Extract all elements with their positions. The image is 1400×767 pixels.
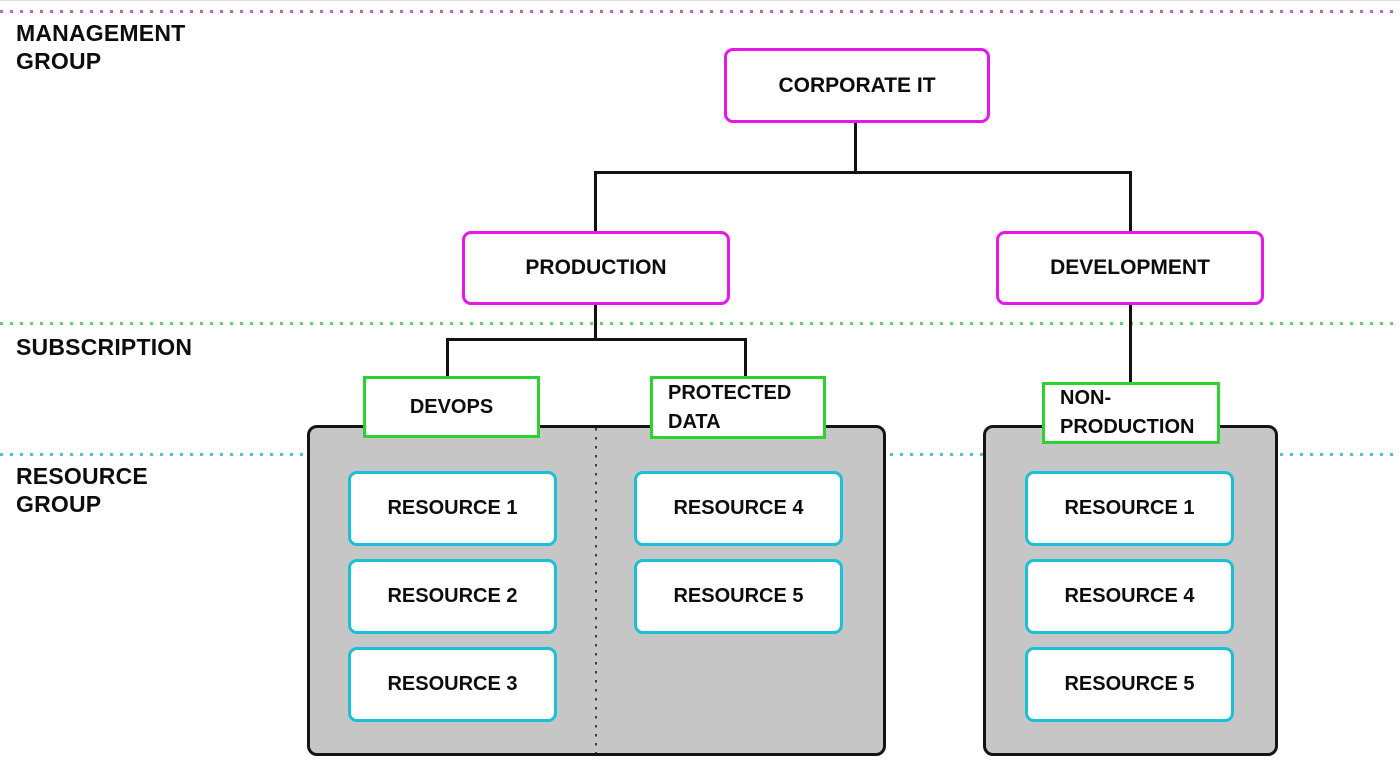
node-protected-data: PROTECTED DATA — [650, 376, 826, 439]
connector-corporate-down — [854, 123, 857, 174]
connector-production-children-horizontal — [446, 338, 747, 341]
subscription-divider-line — [0, 322, 1400, 325]
subscription-label: SUBSCRIPTION — [16, 334, 193, 360]
connector-to-development — [1129, 171, 1132, 233]
connector-to-devops — [446, 338, 449, 378]
resource-box: RESOURCE 2 — [348, 559, 557, 634]
resource-box: RESOURCE 1 — [1025, 471, 1234, 546]
node-devops: DEVOPS — [363, 376, 540, 438]
connector-subscriptions-horizontal — [594, 171, 1132, 174]
management-group-divider-line — [0, 10, 1400, 13]
connector-to-protected-data — [744, 338, 747, 378]
resource-box: RESOURCE 3 — [348, 647, 557, 722]
connector-to-production — [594, 171, 597, 233]
connector-development-down — [1129, 303, 1132, 385]
resource-box: RESOURCE 4 — [634, 471, 843, 546]
node-corporate-it: CORPORATE IT — [724, 48, 990, 123]
node-non-production: NON-PRODUCTION — [1042, 382, 1220, 444]
management-group-label: MANAGEMENT GROUP — [16, 20, 186, 74]
connector-production-down — [594, 303, 597, 341]
node-development: DEVELOPMENT — [996, 231, 1264, 305]
resource-box: RESOURCE 1 — [348, 471, 557, 546]
resource-box: RESOURCE 4 — [1025, 559, 1234, 634]
node-production: PRODUCTION — [462, 231, 730, 305]
resource-box: RESOURCE 5 — [634, 559, 843, 634]
resource-box: RESOURCE 5 — [1025, 647, 1234, 722]
resource-group-dotted-divider — [595, 428, 597, 753]
resource-group-label: RESOURCE GROUP — [16, 463, 148, 517]
